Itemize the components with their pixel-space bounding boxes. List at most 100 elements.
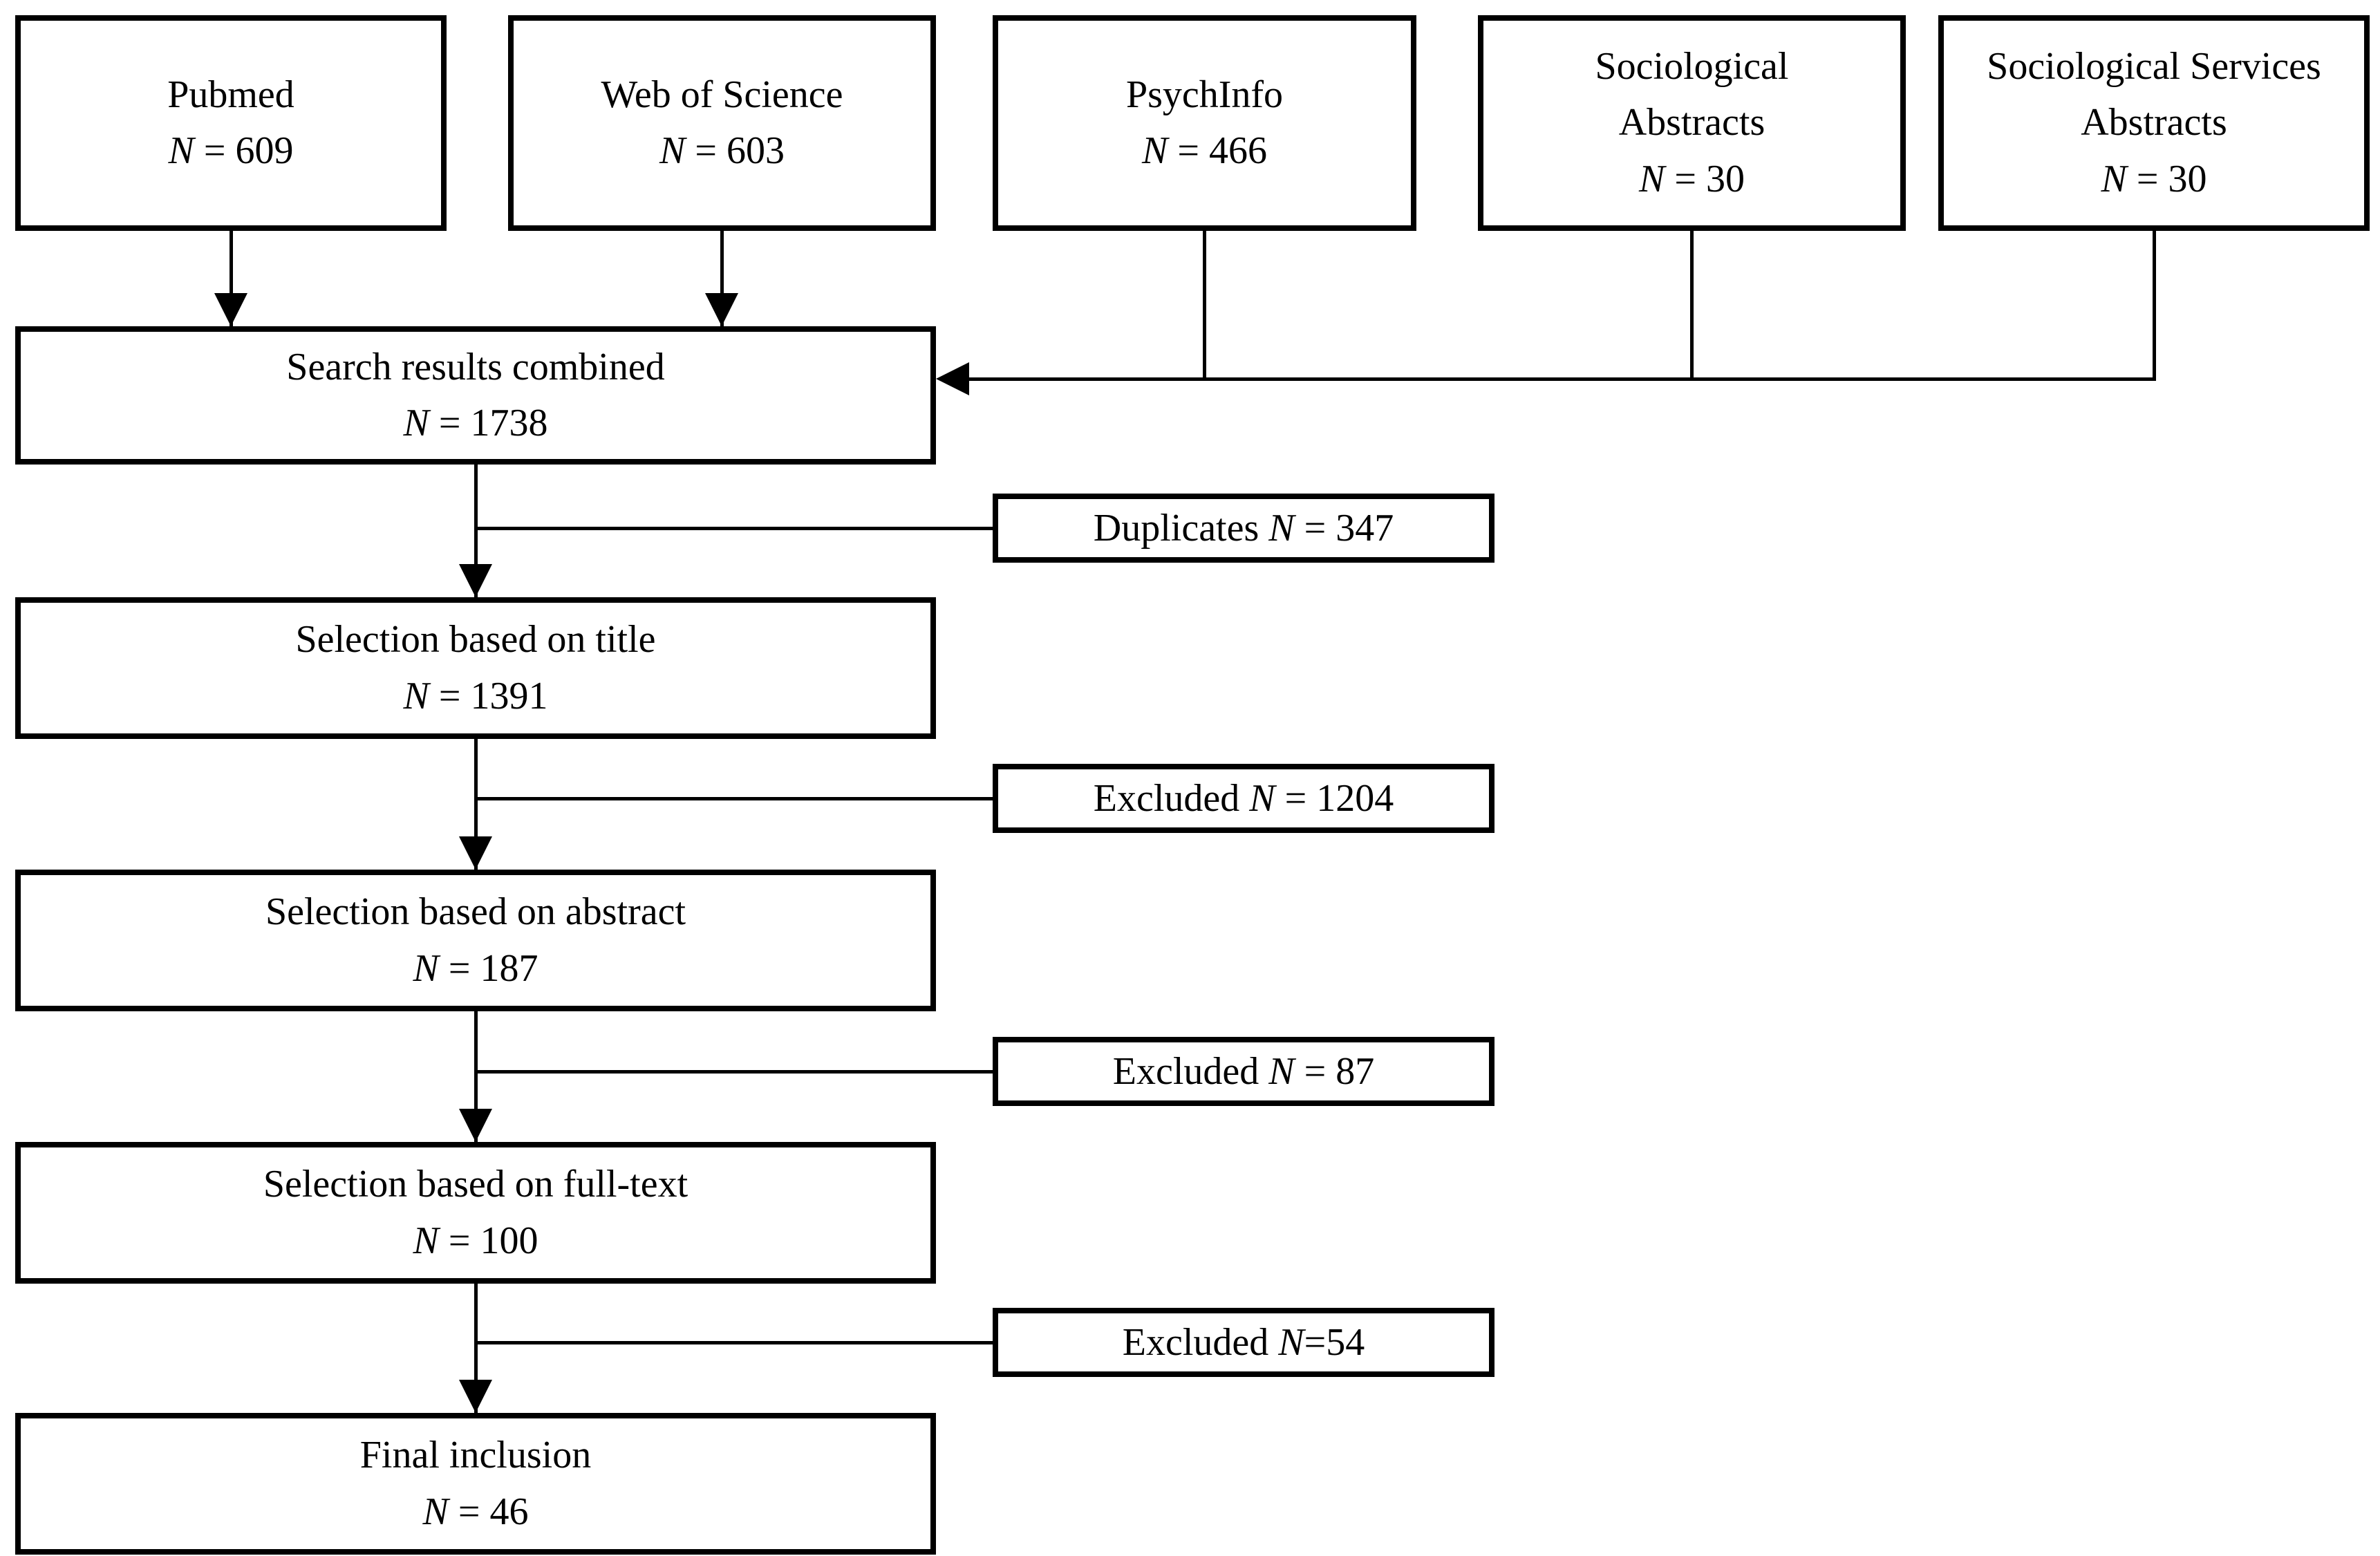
box-count: N = 466 [1126, 123, 1283, 179]
connector-wos-down [720, 231, 724, 326]
stage-box-selection-fulltext: Selection based on full-text N = 100 [15, 1142, 936, 1284]
box-text: Selection based on title N = 1391 [296, 612, 656, 724]
box-text: Pubmed N = 609 [167, 67, 294, 179]
exclusion-box-excluded-title: Excluded N = 1204 [993, 764, 1494, 833]
exclusion-box-duplicates: Duplicates N = 347 [993, 494, 1494, 563]
n-value: = 1738 [429, 402, 548, 444]
arrowhead-pubmed-into-combined [214, 293, 247, 326]
n-symbol: N [1142, 129, 1168, 172]
n-symbol: N [1249, 777, 1275, 820]
n-value: = 30 [2126, 157, 2207, 200]
box-label: Final inclusion [359, 1434, 592, 1477]
connector-fulltext-to-final [474, 1284, 478, 1413]
arrowhead-into-fulltext [459, 1109, 492, 1142]
box-count: N = 30 [1595, 151, 1789, 207]
box-text: Excluded N = 87 [1113, 1052, 1374, 1091]
source-box-sociological-services-abstracts: Sociological Services Abstracts N = 30 [1938, 15, 2370, 231]
exclusion-box-excluded-abstract: Excluded N = 87 [993, 1037, 1494, 1106]
stage-box-selection-abstract: Selection based on abstract N = 187 [15, 870, 936, 1011]
n-value: = 347 [1294, 507, 1394, 550]
box-text: Final inclusion N = 46 [360, 1427, 591, 1539]
box-label-line2: Abstracts [1618, 101, 1765, 144]
box-count: N = 30 [1987, 151, 2321, 207]
source-box-sociological-abstracts: Sociological Abstracts N = 30 [1478, 15, 1906, 231]
n-symbol: N [1278, 1321, 1304, 1364]
n-value: = 30 [1665, 157, 1745, 200]
box-text: Excluded N=54 [1123, 1323, 1365, 1362]
source-box-pubmed: Pubmed N = 609 [15, 15, 447, 231]
n-value: = 187 [438, 946, 538, 990]
source-box-web-of-science: Web of Science N = 603 [508, 15, 936, 231]
n-symbol: N [1268, 1050, 1295, 1093]
connector-combined-to-title [474, 465, 478, 597]
n-symbol: N [1268, 507, 1295, 550]
box-text: Duplicates N = 347 [1094, 509, 1394, 547]
n-symbol: N [422, 1490, 449, 1533]
n-value: = 1204 [1275, 777, 1394, 820]
box-label: Excluded [1122, 1321, 1269, 1364]
n-value: =54 [1304, 1321, 1365, 1364]
box-count: N = 609 [167, 123, 294, 179]
box-count: N = 100 [263, 1213, 688, 1269]
n-symbol: N [403, 674, 429, 718]
box-label: Pubmed [167, 73, 294, 116]
box-label: Selection based on full-text [263, 1163, 688, 1206]
n-value: = 100 [438, 1219, 538, 1262]
connector-psychinfo-down [1203, 231, 1206, 380]
box-label: Sociological [1595, 45, 1789, 88]
source-box-psychinfo: PsychInfo N = 466 [993, 15, 1416, 231]
box-count: N = 46 [360, 1484, 591, 1540]
stage-box-final-inclusion: Final inclusion N = 46 [15, 1413, 936, 1555]
connector-branch-excluded-abstract [476, 1070, 993, 1074]
connector-sources-horizontal [968, 377, 2156, 381]
box-text: Selection based on abstract N = 187 [265, 884, 686, 996]
box-count: N = 1391 [296, 668, 656, 724]
connector-branch-excluded-fulltext [476, 1341, 993, 1344]
box-label: Selection based on abstract [265, 890, 686, 934]
box-label: Search results combined [286, 345, 665, 388]
box-label: Selection based on title [295, 618, 656, 662]
box-text: Selection based on full-text N = 100 [263, 1156, 688, 1268]
arrowhead-into-final [459, 1380, 492, 1413]
n-symbol: N [659, 129, 686, 172]
connector-title-to-abstract [474, 739, 478, 870]
box-count: N = 187 [265, 941, 686, 997]
box-text: Search results combined N = 1738 [286, 339, 664, 451]
arrowhead-into-abstract [459, 836, 492, 870]
box-label-line2: Abstracts [2081, 101, 2227, 144]
n-symbol: N [403, 402, 429, 444]
box-label: Excluded [1093, 777, 1240, 820]
arrowhead-into-title [459, 564, 492, 597]
stage-box-selection-title: Selection based on title N = 1391 [15, 597, 936, 739]
box-label: Sociological Services [1987, 45, 2321, 88]
box-label: Duplicates [1093, 507, 1259, 550]
connector-sociological-abstracts-down [1690, 231, 1694, 380]
exclusion-box-excluded-fulltext: Excluded N=54 [993, 1308, 1494, 1377]
box-text: Sociological Services Abstracts N = 30 [1987, 39, 2321, 207]
box-text: PsychInfo N = 466 [1126, 67, 1283, 179]
n-value: = 1391 [429, 674, 548, 718]
n-value: = 87 [1294, 1050, 1375, 1093]
n-symbol: N [1639, 157, 1665, 200]
box-count: N = 603 [601, 123, 843, 179]
box-label: Web of Science [601, 73, 843, 116]
n-symbol: N [168, 129, 194, 172]
n-value: = 609 [194, 129, 294, 172]
connector-sociological-services-abstracts-down [2153, 231, 2156, 380]
n-value: = 46 [448, 1490, 529, 1533]
box-label: PsychInfo [1125, 73, 1284, 116]
box-text: Web of Science N = 603 [601, 67, 843, 179]
n-symbol: N [413, 1219, 439, 1262]
connector-branch-duplicates [476, 527, 993, 530]
stage-box-search-results-combined: Search results combined N = 1738 [15, 326, 936, 465]
box-text: Sociological Abstracts N = 30 [1595, 39, 1789, 207]
connector-abstract-to-fulltext [474, 1011, 478, 1142]
box-label: Excluded [1112, 1050, 1259, 1093]
connector-branch-excluded-title [476, 797, 993, 800]
box-text: Excluded N = 1204 [1094, 779, 1394, 818]
n-value: = 603 [685, 129, 785, 172]
arrowhead-wos-into-combined [705, 293, 738, 326]
n-symbol: N [2101, 157, 2127, 200]
box-count: N = 1738 [286, 395, 664, 451]
